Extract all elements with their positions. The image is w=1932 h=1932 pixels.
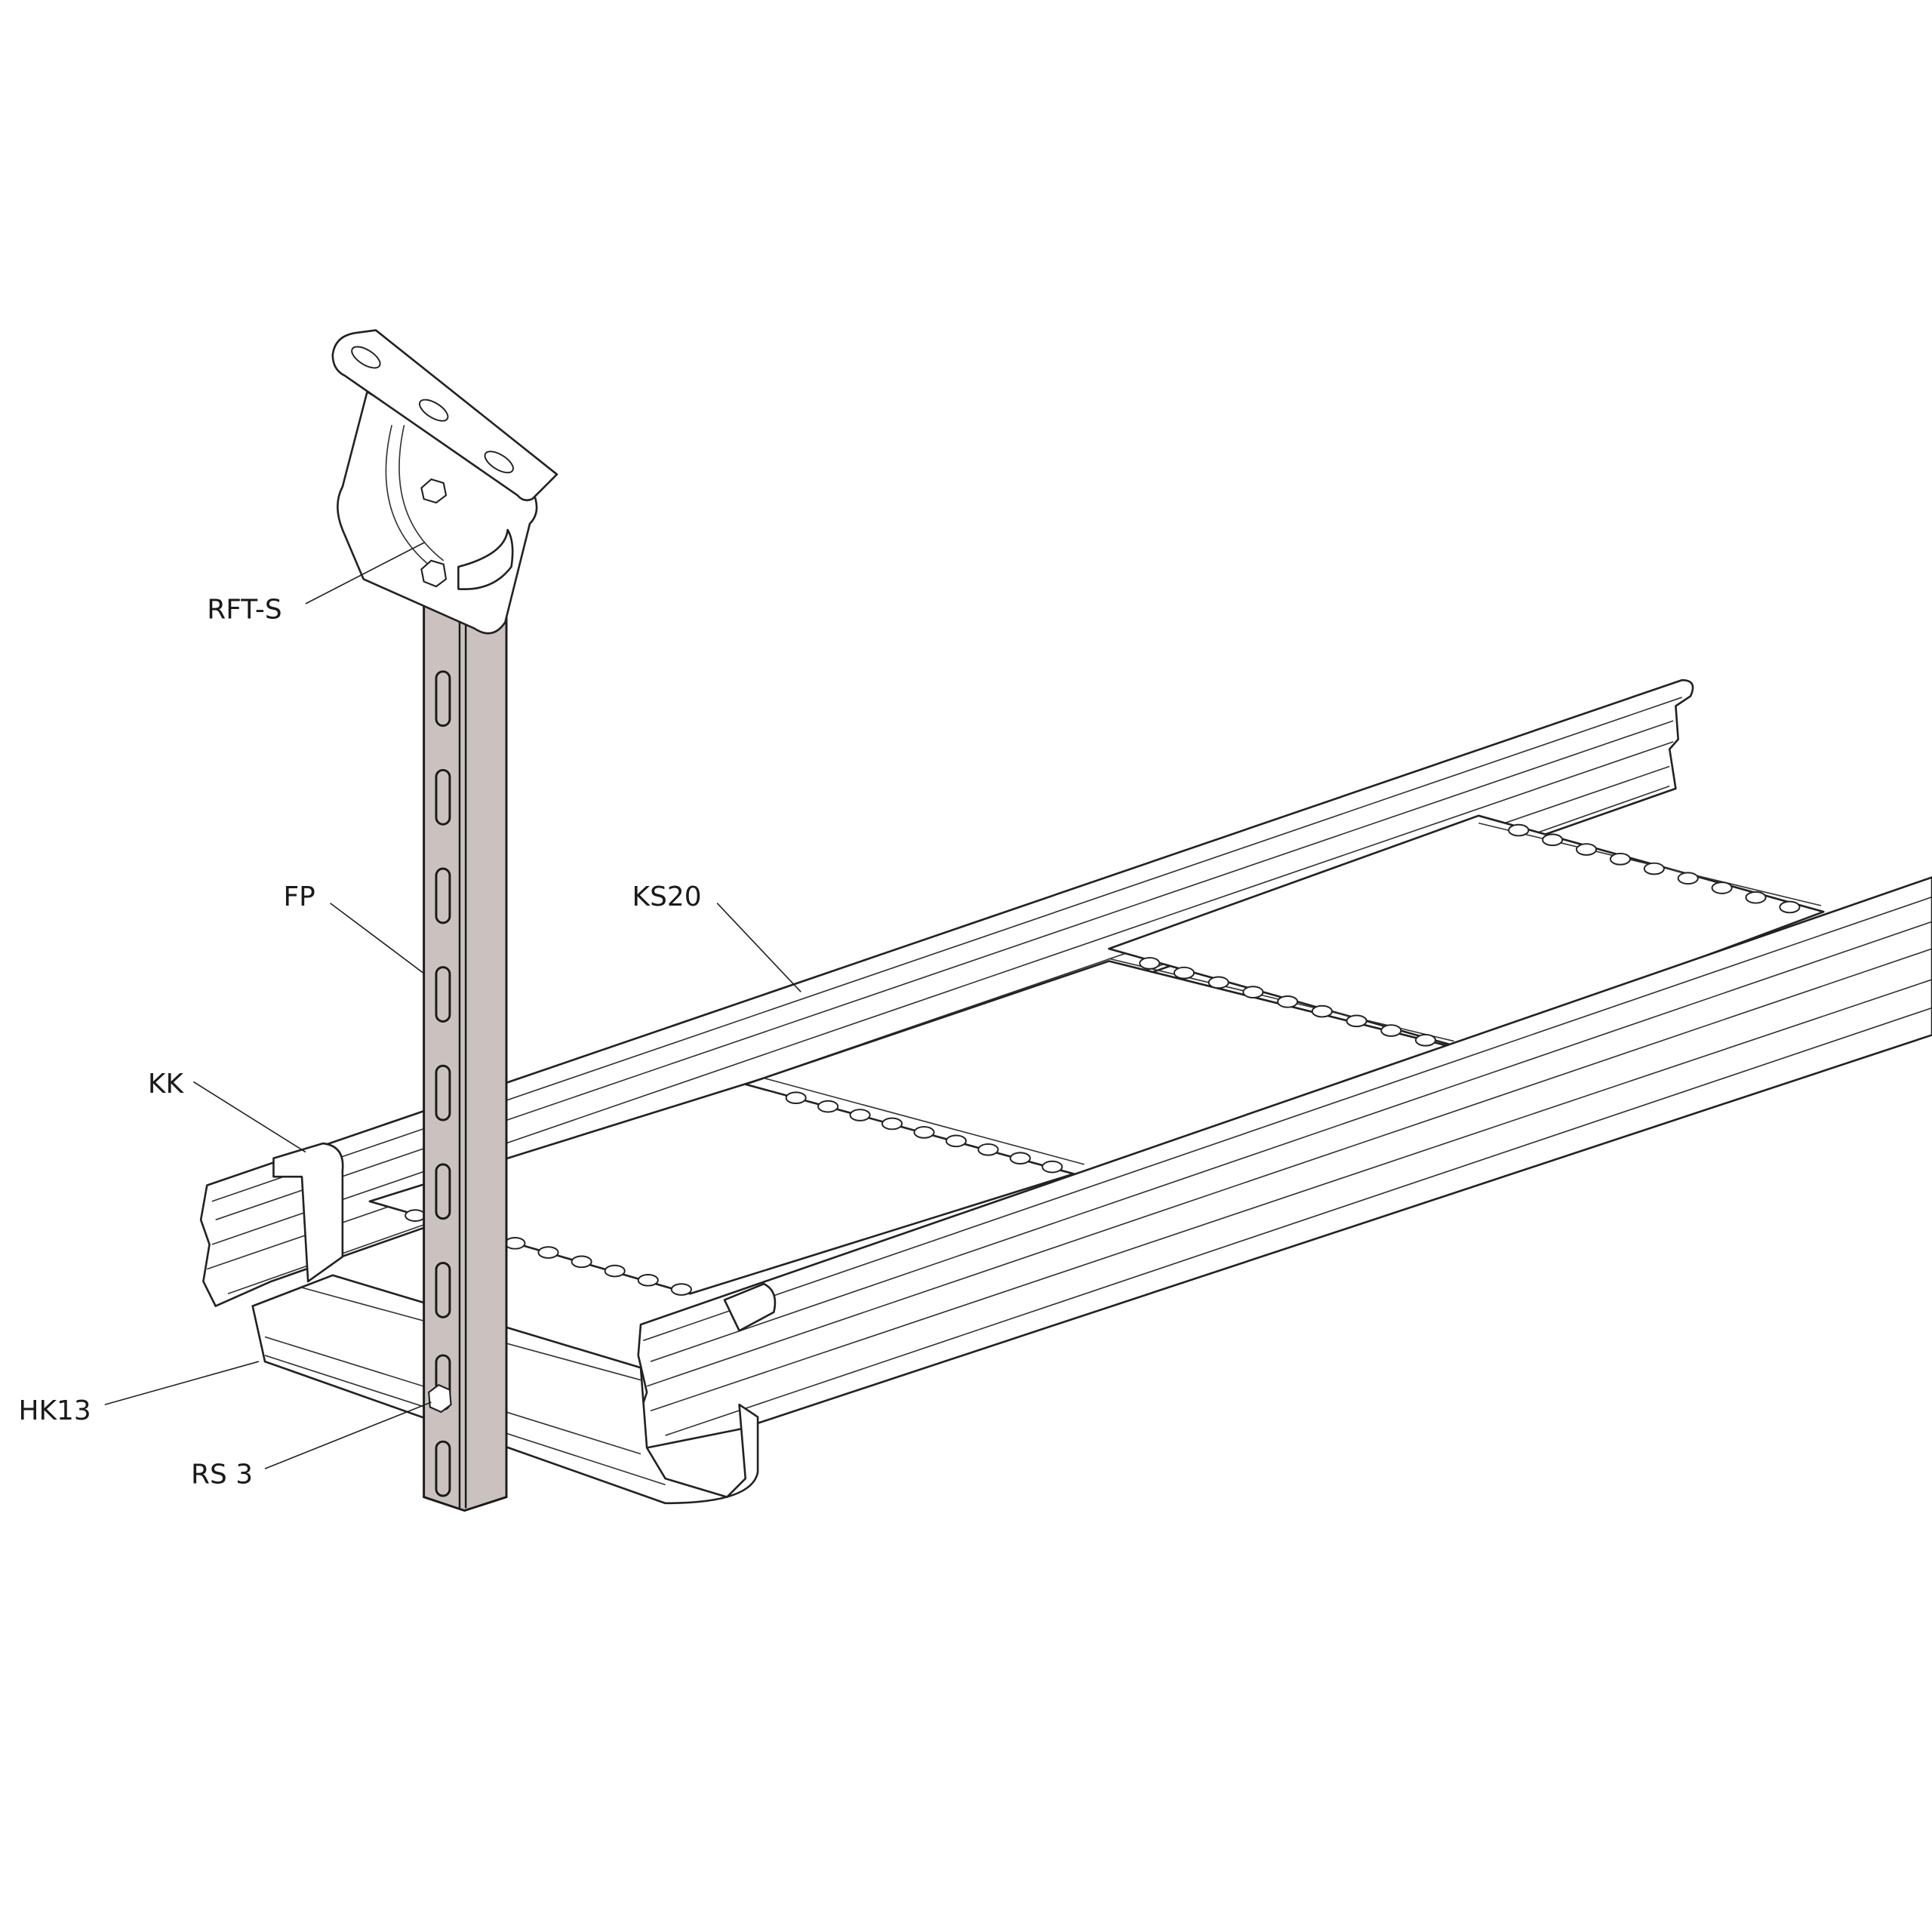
- label-kk: KK: [148, 1069, 306, 1153]
- rung-hole: [913, 1126, 935, 1139]
- pillar-slot: [435, 670, 451, 728]
- label-text: HK13: [18, 1395, 91, 1426]
- label-rft-s: RFT-S: [207, 541, 426, 626]
- label-ks20: KS20: [632, 881, 801, 992]
- rung-hole: [1576, 843, 1598, 856]
- rung-hole: [1380, 1024, 1402, 1037]
- rung-hole: [1643, 862, 1665, 875]
- pillar-slot: [435, 1163, 451, 1220]
- label-text: RS 3: [191, 1460, 253, 1491]
- bolt-rs3: [428, 1383, 452, 1414]
- label-text: KS20: [632, 881, 702, 912]
- rung-hole: [977, 1143, 999, 1156]
- rung-hole: [785, 1091, 807, 1105]
- rung-hole: [1277, 995, 1299, 1008]
- rung-hole: [1173, 966, 1195, 980]
- label-fp: FP: [284, 881, 425, 974]
- pillar-slot: [435, 867, 451, 924]
- rung-hole: [1677, 872, 1699, 885]
- profile-pillar-fp: [423, 571, 508, 1512]
- rung-hole: [1745, 891, 1767, 904]
- pillar-slot: [435, 1440, 451, 1497]
- rung-hole: [1041, 1160, 1063, 1174]
- rung-hole: [604, 1264, 626, 1278]
- rung-hole: [849, 1109, 871, 1121]
- rung-hole: [1208, 976, 1229, 989]
- rung-hole: [670, 1283, 692, 1296]
- rung-hole: [1711, 881, 1733, 894]
- rung-hole: [637, 1274, 659, 1287]
- pillar-slot: [435, 966, 451, 1023]
- rung-hole: [1139, 957, 1161, 970]
- pillar-slot: [435, 768, 451, 826]
- rung-hole: [1779, 900, 1801, 914]
- cable-ladder-ks20: [199, 678, 1932, 1449]
- rung-hole: [1346, 1014, 1367, 1028]
- rung-hole: [1414, 1033, 1437, 1047]
- rung-hole: [1009, 1152, 1031, 1165]
- pillar-slot: [435, 1064, 451, 1121]
- rung-hole: [1311, 1004, 1333, 1018]
- rung-hole: [881, 1117, 903, 1131]
- label-text: FP: [284, 881, 315, 912]
- rung-hole: [1609, 852, 1631, 866]
- rung-hole: [571, 1255, 592, 1269]
- ceiling-bracket-rft-s: [331, 329, 558, 635]
- rung-hole: [537, 1246, 559, 1259]
- rung-hole: [405, 1209, 426, 1222]
- pillar-slot: [435, 1262, 451, 1318]
- rung-hole: [504, 1237, 526, 1250]
- clamp-kk-2: [723, 1282, 777, 1332]
- label-rs3: RS 3: [191, 1401, 432, 1491]
- rung-hole: [945, 1134, 967, 1148]
- label-text: RFT-S: [207, 595, 281, 626]
- clamp-kk: [272, 1142, 344, 1283]
- rung-hole: [1508, 823, 1530, 837]
- rung-hole: [1242, 986, 1264, 998]
- rung-hole: [817, 1100, 839, 1113]
- label-text: KK: [148, 1069, 185, 1100]
- rung-hole: [1542, 833, 1564, 847]
- label-hk13: HK13: [18, 1361, 260, 1426]
